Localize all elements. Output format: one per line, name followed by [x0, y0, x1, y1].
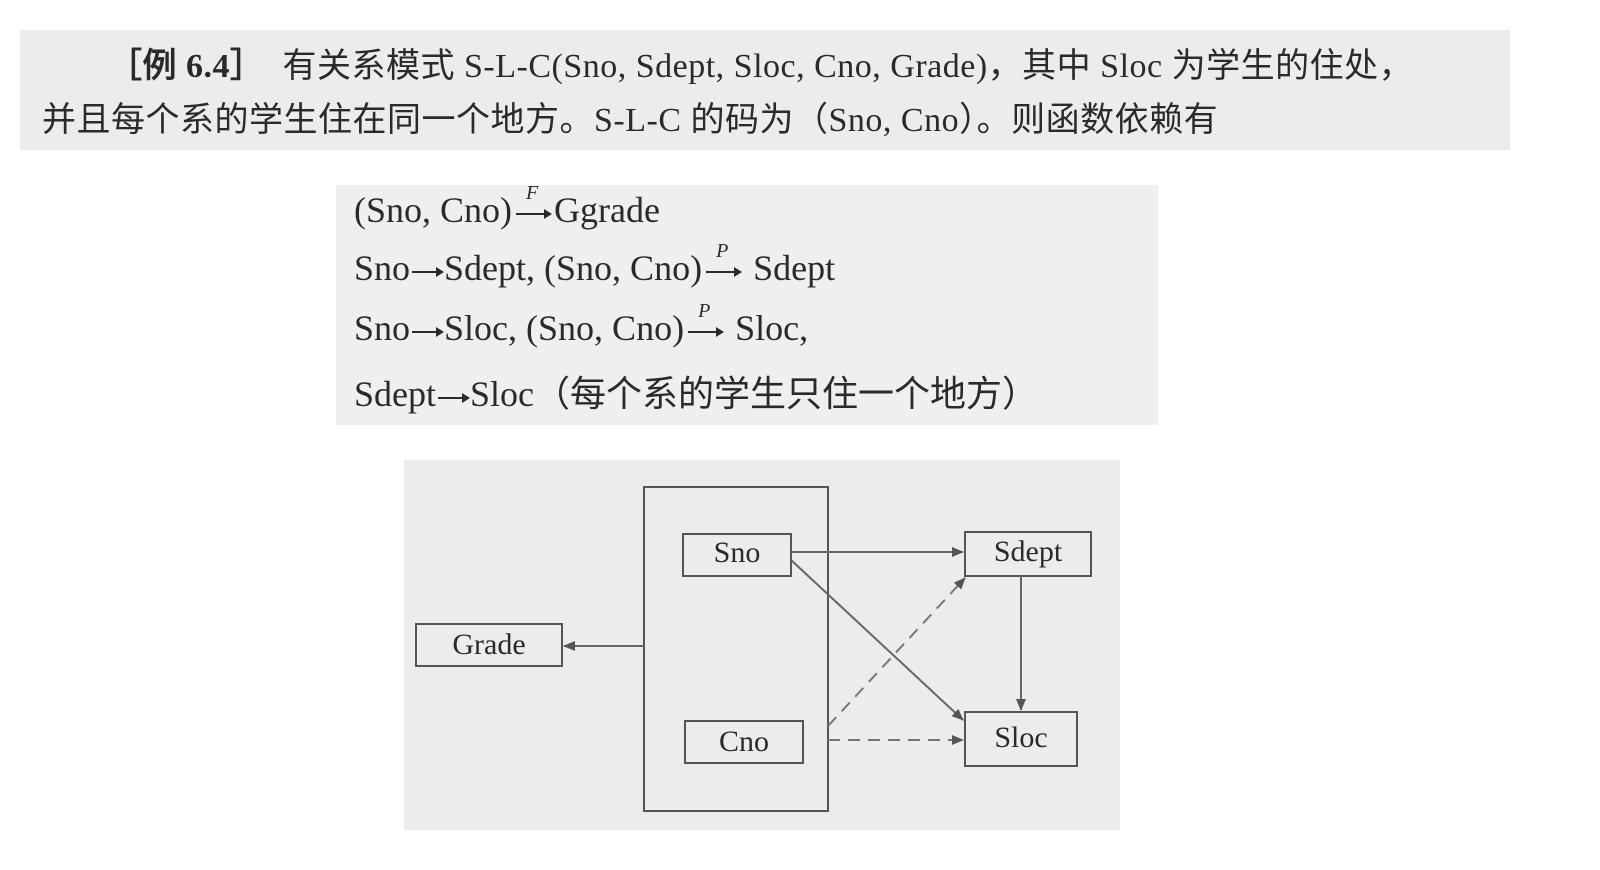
arrow-icon [438, 392, 471, 403]
paragraph-line-2: 并且每个系的学生住在同一个地方。S-L-C 的码为（Sno, Cno）。则函数依… [42, 102, 1219, 139]
arrow-label-p: P [716, 239, 729, 262]
cno-box [684, 720, 804, 764]
edge-sno-to-sloc [790, 559, 964, 721]
dep2-left: (Sno, Cno) [544, 248, 703, 288]
dependency-row-4: Sdept Sloc（每个系的学生只住一个地方） [354, 365, 1038, 417]
dep3-right: Sloc, [735, 308, 809, 348]
sdept-label: Sdept [993, 535, 1063, 568]
arrow-label-p: P [698, 299, 711, 322]
arrow-icon [412, 266, 445, 277]
sdept-box [964, 531, 1092, 577]
sno-box [682, 533, 792, 577]
sloc-label: Sloc [994, 721, 1048, 754]
dep2-b: Sdept, [444, 248, 536, 288]
diagram-canvas [415, 486, 1092, 812]
dep3-b: Sloc, [444, 308, 518, 348]
dep4-b: Sloc [470, 374, 535, 414]
cno-label: Cno [718, 725, 769, 758]
sloc-box [964, 711, 1078, 767]
dependency-list: (Sno, Cno) F Ggrade Sno Sdept, (Sno, Cno) P … [336, 182, 1158, 425]
sno-label: Sno [713, 536, 761, 569]
dep4-note: （每个系的学生只住一个地方） [534, 374, 1039, 414]
arrow-label-f: F [526, 181, 539, 204]
dep1-right: Ggrade [554, 190, 660, 230]
dep1-left: (Sno, Cno) [354, 190, 513, 230]
dependency-row-1: (Sno, Cno) F Ggrade [354, 182, 660, 231]
full-dependency-arrow: F [514, 182, 553, 224]
key-container [643, 486, 829, 812]
dep4-a: Sdept [354, 374, 437, 414]
edge-cno-to-sdept-partial [827, 577, 966, 727]
dep3-left: (Sno, Cno) [526, 308, 685, 348]
paragraph-line-1: ［例 6.4］ 有关系模式 S-L-C(Sno, Sdept, Sloc, Cno… [108, 38, 1413, 87]
partial-dependency-arrow: P [686, 300, 725, 342]
grade-label: Grade [452, 628, 526, 661]
partial-dependency-arrow: P [704, 240, 743, 282]
dep2-a: Sno [354, 248, 411, 288]
grade-box [415, 623, 563, 667]
paragraph-text-1: 有关系模式 S-L-C(Sno, Sdept, Sloc, Cno, Grade… [282, 48, 1414, 85]
dependency-diagram: Grade Sno Cno Sdept Sloc [404, 460, 1120, 830]
example-paragraph: ［例 6.4］ 有关系模式 S-L-C(Sno, Sdept, Sloc, Cno… [20, 30, 1510, 150]
example-tag: ［例 6.4］ [108, 48, 265, 85]
dep2-right: Sdept [753, 248, 836, 288]
arrow-icon [412, 326, 445, 337]
dependency-row-2: Sno Sdept, (Sno, Cno) P Sdept [354, 240, 836, 289]
dependency-row-3: Sno Sloc, (Sno, Cno) P Sloc, [354, 300, 809, 349]
dep3-a: Sno [354, 308, 411, 348]
